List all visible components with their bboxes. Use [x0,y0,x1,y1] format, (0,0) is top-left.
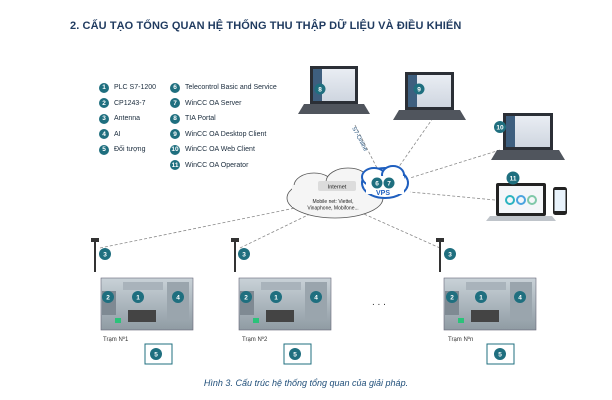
svg-text:3: 3 [103,252,107,259]
svg-text:5: 5 [498,352,502,359]
svg-text:6: 6 [375,181,379,188]
svg-text:7: 7 [387,181,391,188]
legend-label: WinCC OA Operator [185,161,249,169]
legend-label: TIA Portal [185,115,216,123]
svg-text:4: 4 [518,295,522,302]
diagram-callouts: 8 9 10 11 6 7 3 2 1 4 5 3 2 1 4 5 3 2 1 4 5 [103,87,522,359]
link-operator [409,191,496,201]
svg-text:1: 1 [274,295,278,302]
svg-text:9: 9 [417,87,421,94]
legend-label: Đối tượng [114,146,146,154]
legend-label: AI [114,130,121,138]
legend-item: 3 Antenna [99,111,156,127]
legend-label: WinCC OA Desktop Client [185,130,267,138]
station-2-panel [231,238,332,365]
svg-text:2: 2 [450,295,454,302]
svg-text:11: 11 [510,176,517,183]
station-label: Trạm Nº1 [103,336,129,343]
number-badge: 1 [99,82,109,93]
legend-label: WinCC OA Server [185,99,242,107]
legend-item: 4 AI [99,127,156,143]
link-laptop10 [409,149,501,179]
legend-item: 8 TIA Portal [170,111,277,127]
laptop-9 [393,72,466,120]
svg-text:2: 2 [106,295,110,302]
svg-text:1: 1 [136,295,140,302]
legend-label: PLC S7-1200 [114,84,157,92]
laptop-10 [491,113,565,160]
svg-text:3: 3 [242,252,246,259]
number-badge: 10 [170,144,180,155]
legend-item: 10 WinCC OA Web Client [170,142,277,158]
legend-item: 5 Đối tượng [99,142,156,158]
laptop-8 [298,66,370,114]
svg-text:1: 1 [479,295,483,302]
legend-item: 1 PLC S7-1200 [99,80,156,96]
svg-text:5: 5 [154,352,158,359]
link-laptop8 [354,124,379,171]
operator-devices [486,171,567,221]
number-badge: 8 [170,113,180,124]
station-1-panel [91,238,194,365]
station-n-panel [436,238,537,365]
mobile-net-label: Mobile net: Viettel,Vinaphone, Mobifone.… [307,199,358,212]
number-badge: 2 [99,98,109,109]
number-badge: 9 [170,129,180,140]
internet-label: Internet [328,185,347,191]
svg-text:4: 4 [314,295,318,302]
number-badge: 7 [170,98,180,109]
svg-text:3: 3 [448,252,452,259]
legend-item: 9 WinCC OA Desktop Client [170,127,277,143]
legend-left: 1 PLC S7-1200 2 CP1243-7 3 Antenna 4 AI 5 Đối… [99,80,156,158]
number-badge: 11 [170,160,180,171]
number-badge: 5 [99,144,109,155]
legend-label: Telecontrol Basic and Service [185,84,277,92]
number-badge: 3 [99,113,109,124]
link-laptop9 [397,117,434,169]
mobile-net-line: Vinaphone, Mobifone... [307,206,358,212]
svg-text:5: 5 [293,352,297,359]
number-badge: 6 [170,82,180,93]
legend-item: 2 CP1243-7 [99,96,156,112]
mobile-net-line: Mobile net: Viettel, [312,199,353,205]
ellipsis: . . . [372,297,386,308]
svg-text:4: 4 [176,295,180,302]
number-badge: 4 [99,129,109,140]
station-label: Trạm Nº2 [242,336,268,343]
section-title: 2. CẤU TẠO TỔNG QUAN HỆ THỐNG THU THẬP D… [70,20,462,32]
legend-label: Antenna [114,115,141,123]
legend-label: WinCC OA Web Client [185,146,255,154]
link-stationn [354,209,441,249]
link-station1 [99,207,296,249]
legend-item: 7 WinCC OA Server [170,96,277,112]
figure-caption: Hình 3. Cấu trúc hệ thống tổng quan của … [203,378,409,388]
station-label: Trạm Nºn [448,336,473,343]
svg-text:10: 10 [496,125,504,132]
network-links [99,117,501,249]
svg-text:8: 8 [318,87,322,94]
vps-label: VPS [376,190,390,197]
legend-item: 6 Telecontrol Basic and Service [170,80,277,96]
s7-online-label: S7-Online [350,126,368,153]
legend-label: CP1243-7 [114,99,146,107]
internet-cloud [286,165,409,219]
legend-item: 11 WinCC OA Operator [170,158,277,174]
svg-text:2: 2 [244,295,248,302]
link-station2 [239,213,311,249]
